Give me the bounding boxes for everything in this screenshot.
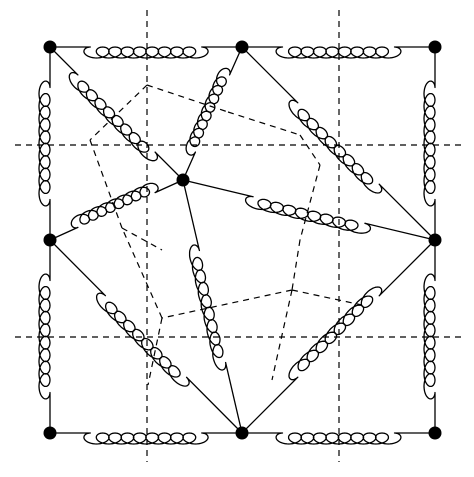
cell-edge [121,227,163,251]
cell-edge [227,111,301,136]
cell-edge [89,84,148,141]
dashed-grid-lines [15,10,462,462]
spring-center-middle-right [182,179,436,241]
node-top-left [43,40,57,54]
node-top-right [428,40,442,54]
spring-center-middle-left [49,179,184,241]
spring-middle-left-bottom-middle [49,239,243,434]
spring-top-middle-center [182,46,243,181]
spring-top-middle-top-right [242,46,435,59]
spring-middle-left-bottom-left [38,240,51,433]
cell-edge [121,227,163,319]
cell-edge [299,164,321,241]
node-middle-right [428,233,442,247]
spring-top-left-center [49,46,184,181]
spring-middle-right-bottom-right [423,240,436,433]
cell-edge [147,317,163,386]
spring-middle-right-bottom-middle [241,239,436,434]
cell-edge [299,134,321,166]
cell-edge [291,289,363,306]
spring-top-left-middle-left [38,47,51,240]
nodes [43,40,442,440]
springs [38,46,436,445]
spring-bottom-middle-bottom-right [242,432,435,445]
cell-edge [291,239,301,291]
spring-center-bottom-middle [182,179,243,434]
node-bottom-right [428,426,442,440]
node-bottom-middle [235,426,249,440]
cell-edge [271,289,293,381]
node-middle-left [43,233,57,247]
spring-bottom-left-bottom-middle [50,432,242,445]
spring-top-right-middle-right [423,47,436,240]
cell-edge [161,289,293,319]
dashed-cell-edges [89,84,363,386]
spring-top-middle-middle-right [241,46,436,241]
node-bottom-left [43,426,57,440]
node-top-middle [235,40,249,54]
spring-top-left-top-middle [50,46,242,59]
node-center [176,173,190,187]
cell-edge [89,139,123,229]
cell-edge [146,84,229,113]
